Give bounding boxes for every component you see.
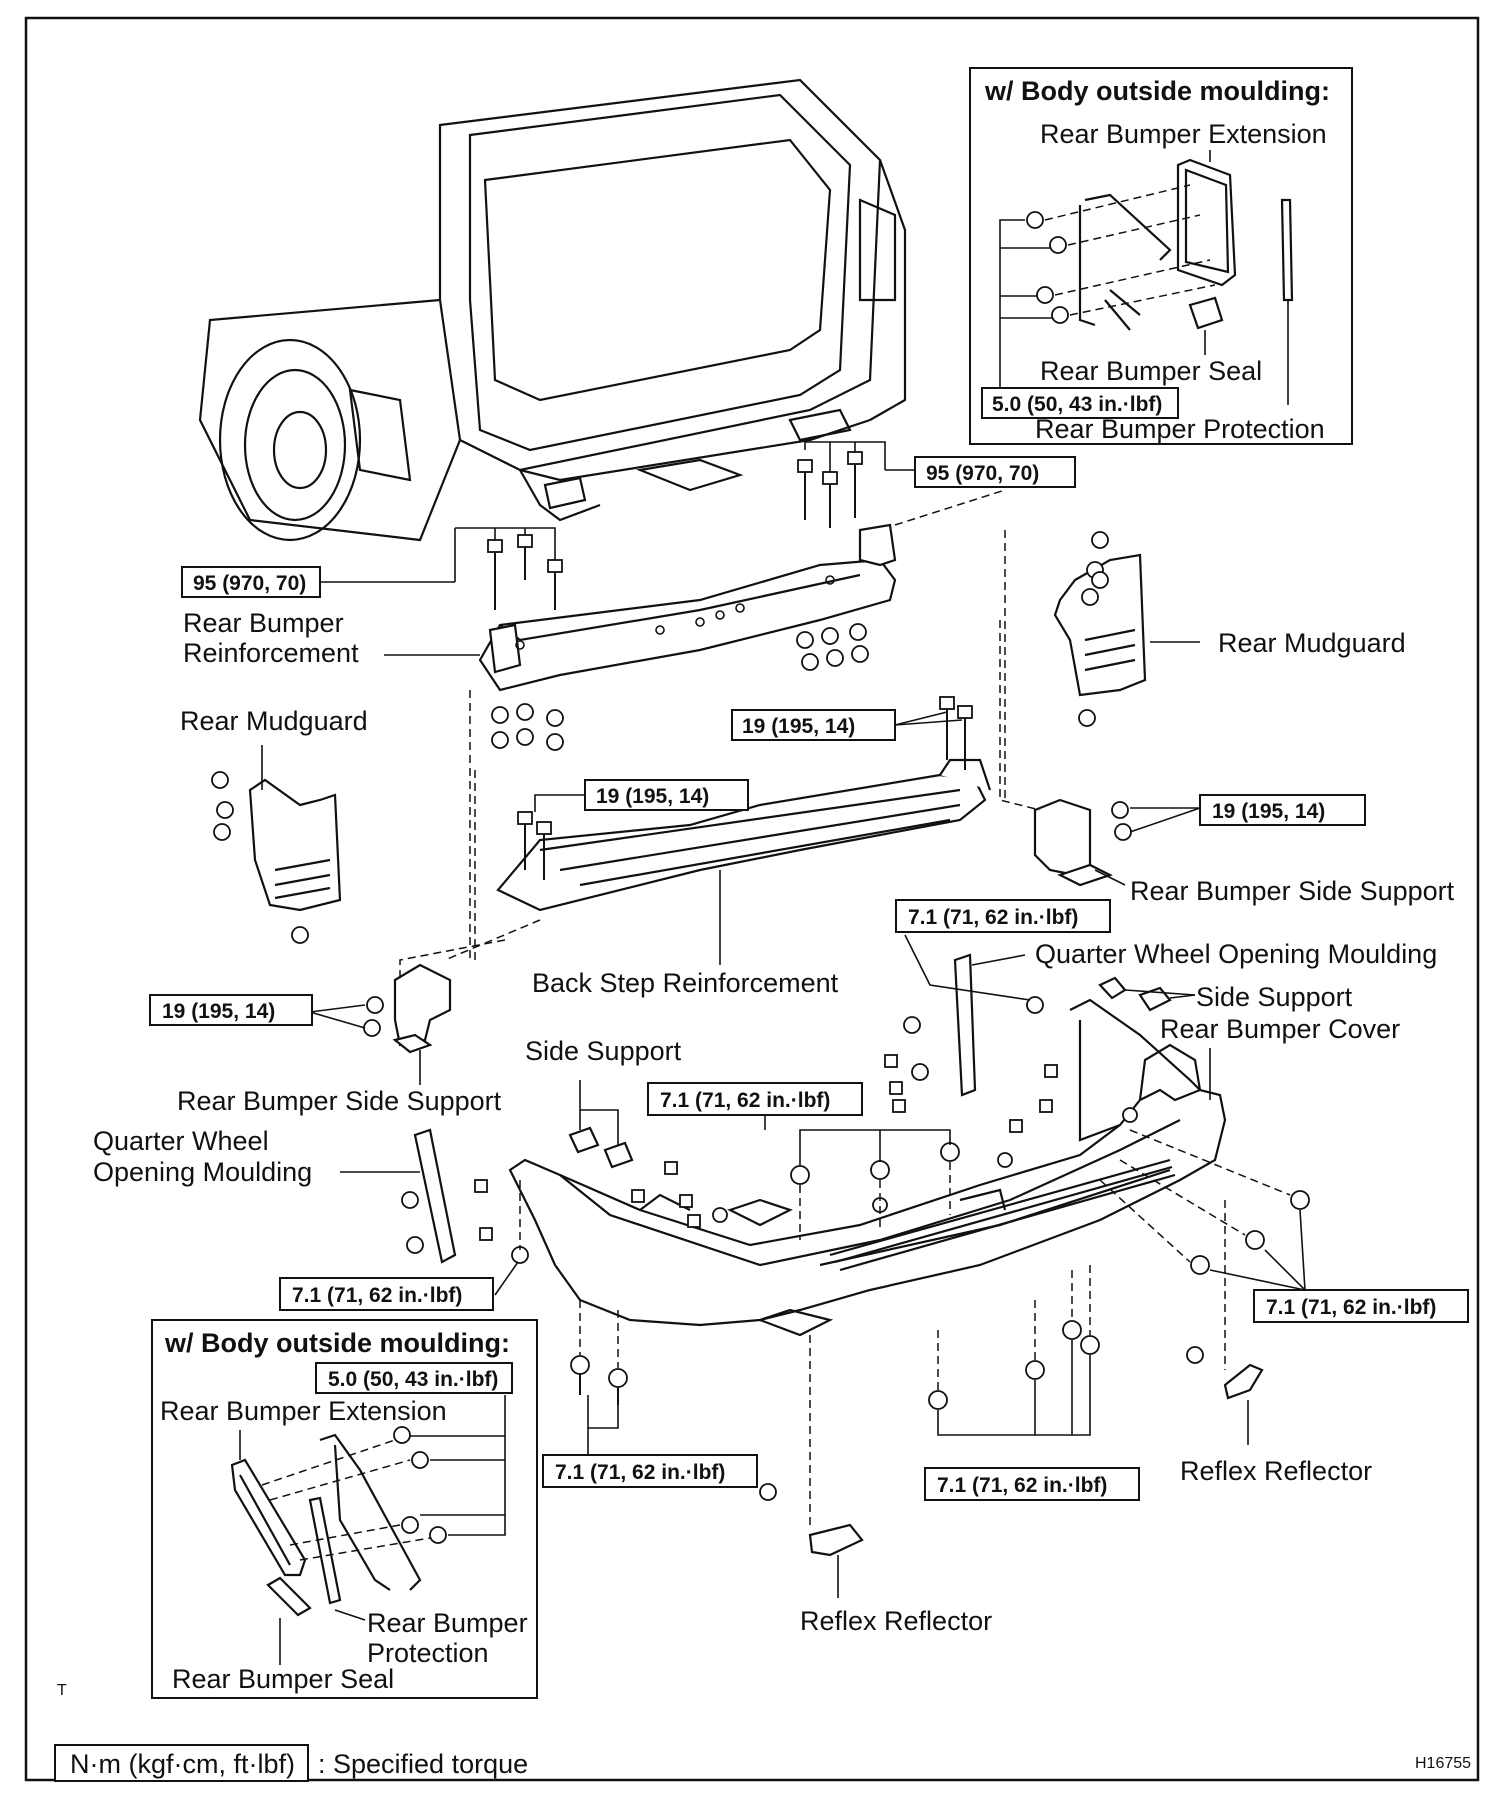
rear-mudguard-right — [1053, 531, 1147, 727]
label-quarter-wheel-moulding-right: Quarter Wheel Opening Moulding — [1035, 939, 1437, 969]
inset-top — [969, 67, 1353, 445]
inset-bottom-torque-box — [315, 1362, 513, 1394]
label-reflex-reflector-right: Reflex Reflector — [1180, 1456, 1372, 1486]
corner-mark: T — [57, 1682, 67, 1699]
inset-top-protection: Rear Bumper Protection — [1035, 414, 1325, 444]
rear-mudguard-left — [211, 745, 342, 944]
torque-box-71-right — [1253, 1289, 1469, 1323]
label-reflex-reflector-center: Reflex Reflector — [800, 1606, 992, 1636]
torque-box-19-right-support — [1199, 794, 1366, 826]
torque-box-71-bottom-right — [924, 1467, 1140, 1501]
vehicle-body — [198, 78, 907, 542]
inset-top-title: w/ Body outside moulding: — [984, 76, 1330, 106]
label-rear-mudguard-left: Rear Mudguard — [180, 706, 368, 736]
torque-box-19-center — [731, 709, 896, 741]
side-support-right-parts — [1098, 976, 1196, 1012]
torque-19-right-support: 19 (195, 14) — [1212, 800, 1325, 823]
bolts-71-bottom-right — [928, 1265, 1100, 1436]
bolts-19-left-step — [517, 794, 585, 880]
bolts-19-center — [894, 696, 973, 770]
torque-box-71-center — [647, 1082, 863, 1116]
inset-top-torque-box — [981, 387, 1179, 419]
label-rear-bumper-reinforcement-2: Reinforcement — [183, 638, 359, 668]
label-rear-mudguard-right: Rear Mudguard — [1218, 628, 1406, 658]
quarter-wheel-moulding-left — [401, 1128, 529, 1264]
torque-95-left: 95 (970, 70) — [193, 572, 306, 595]
torque-box-71-bottom-left — [542, 1454, 758, 1488]
torque-box-19-left-step — [584, 779, 749, 811]
dashed-connectors — [399, 489, 1041, 980]
torque-71-left: 7.1 (71, 62 in.·lbf) — [292, 1284, 462, 1307]
torque-box-71-quarter-right — [895, 899, 1111, 933]
inset-top-extension: Rear Bumper Extension — [1040, 119, 1327, 149]
torque-71-bottom-right: 7.1 (71, 62 in.·lbf) — [937, 1474, 1107, 1497]
bolts-95-right — [797, 441, 915, 528]
torque-71-center: 7.1 (71, 62 in.·lbf) — [660, 1089, 830, 1112]
back-step-reinforcement — [496, 758, 992, 912]
label-rear-bumper-side-support-left: Rear Bumper Side Support — [177, 1086, 502, 1116]
bolts-71-bottom-left — [570, 1300, 628, 1455]
torque-71-quarter-right: 7.1 (71, 62 in.·lbf) — [908, 906, 1078, 929]
label-rear-bumper-cover: Rear Bumper Cover — [1160, 1014, 1400, 1044]
inset-bottom-title: w/ Body outside moulding: — [164, 1328, 510, 1358]
label-side-support-right: Side Support — [1196, 982, 1353, 1012]
bolts-71-center — [764, 1115, 960, 1240]
rear-bumper-cover — [508, 998, 1227, 1337]
torque-box-19-left-support — [149, 994, 313, 1026]
clips-cover — [631, 1054, 1138, 1228]
inset-bottom-seal: Rear Bumper Seal — [172, 1664, 394, 1694]
torque-19-left-step: 19 (195, 14) — [596, 785, 709, 808]
torque-box-95-right — [914, 456, 1076, 488]
legend-box — [54, 1744, 309, 1782]
label-rear-bumper-reinforcement-1: Rear Bumper — [183, 608, 344, 638]
figure-code: H16755 — [1415, 1755, 1471, 1772]
leader-71-quarter-right — [904, 934, 1031, 1001]
torque-box-71-left — [279, 1277, 494, 1311]
side-support-left-parts — [568, 1080, 634, 1169]
inset-bottom-protection-1: Rear Bumper — [367, 1608, 528, 1638]
inset-top-torque: 5.0 (50, 43 in.·lbf) — [992, 393, 1162, 416]
legend-description: : Specified torque — [318, 1749, 528, 1779]
leader-71-left — [494, 1261, 519, 1296]
label-back-step-reinforcement: Back Step Reinforcement — [532, 968, 839, 998]
outer-frame — [24, 16, 1480, 1782]
torque-95-right: 95 (970, 70) — [926, 462, 1039, 485]
label-quarter-wheel-left-1: Quarter Wheel — [93, 1126, 269, 1156]
rear-bumper-reinforcement — [478, 523, 897, 692]
torque-71-bottom-left: 7.1 (71, 62 in.·lbf) — [555, 1461, 725, 1484]
inset-bottom-extension: Rear Bumper Extension — [160, 1396, 447, 1426]
reflex-reflector-center-part — [759, 1335, 864, 1598]
bolts-95-left — [320, 527, 563, 610]
label-quarter-wheel-left-2: Opening Moulding — [93, 1157, 312, 1187]
torque-71-right: 7.1 (71, 62 in.·lbf) — [1266, 1296, 1436, 1319]
label-side-support-left: Side Support — [525, 1036, 682, 1066]
inset-top-seal: Rear Bumper Seal — [1040, 356, 1262, 386]
torque-19-left-support: 19 (195, 14) — [162, 1000, 275, 1023]
torque-box-95-left — [181, 566, 321, 598]
inset-bottom-protection-2: Protection — [367, 1638, 489, 1668]
nuts-reinforcement — [491, 623, 869, 751]
inset-bottom-torque: 5.0 (50, 43 in.·lbf) — [328, 1368, 498, 1391]
label-rear-bumper-side-support-right: Rear Bumper Side Support — [1130, 876, 1455, 906]
torque-19-center: 19 (195, 14) — [742, 715, 855, 738]
rear-bumper-side-support-right — [1033, 798, 1201, 887]
rear-bumper-side-support-left — [309, 963, 452, 1085]
legend-unit: N·m (kgf·cm, ft·lbf) — [70, 1749, 295, 1779]
leader-quarter-right — [971, 954, 1026, 966]
reflex-reflector-right-part — [1186, 1200, 1264, 1445]
